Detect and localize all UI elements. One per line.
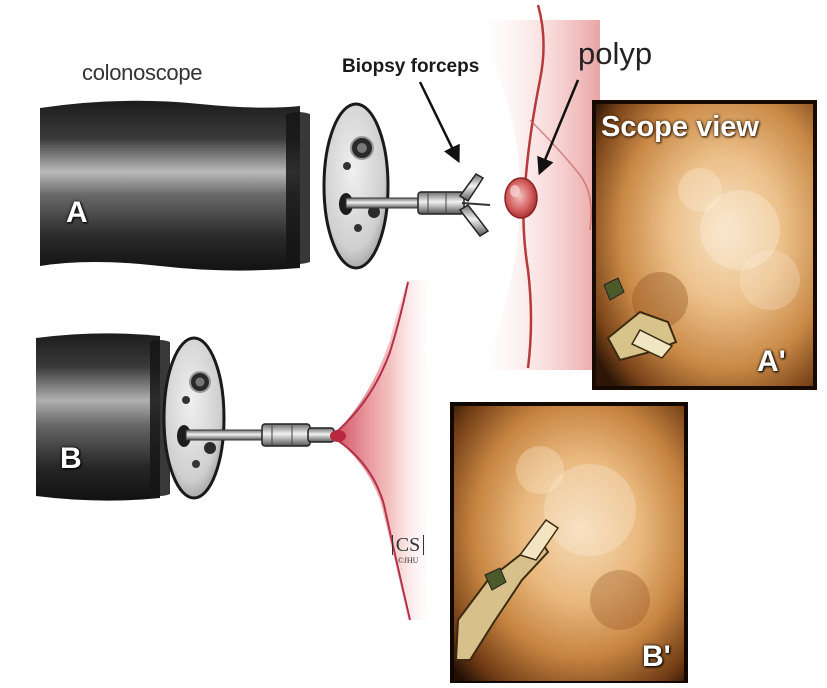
copyright-letters: CS — [392, 535, 424, 555]
scope-tip-b — [164, 338, 224, 498]
colonoscope-a — [30, 100, 388, 275]
copyright-org: ©JHU — [392, 557, 424, 565]
colonoscope-b — [26, 330, 224, 505]
scope-view-title: Scope view — [601, 111, 759, 144]
scope-tip-a — [324, 104, 388, 268]
colon-wall-b — [330, 280, 438, 620]
forceps-pointer-arrow — [420, 82, 458, 160]
biopsy-forceps-label: Biopsy forceps — [342, 56, 479, 78]
panel-a-prime-label: A' — [757, 345, 786, 379]
colonoscope-label: colonoscope — [82, 60, 202, 86]
panel-b-label: B — [60, 442, 82, 476]
panel-b-prime-label: B' — [642, 640, 671, 674]
polyp-label: polyp — [578, 36, 652, 72]
panel-a-label: A — [66, 196, 88, 230]
polyp — [505, 178, 537, 218]
copyright-mark: CS ©JHU — [392, 535, 424, 565]
